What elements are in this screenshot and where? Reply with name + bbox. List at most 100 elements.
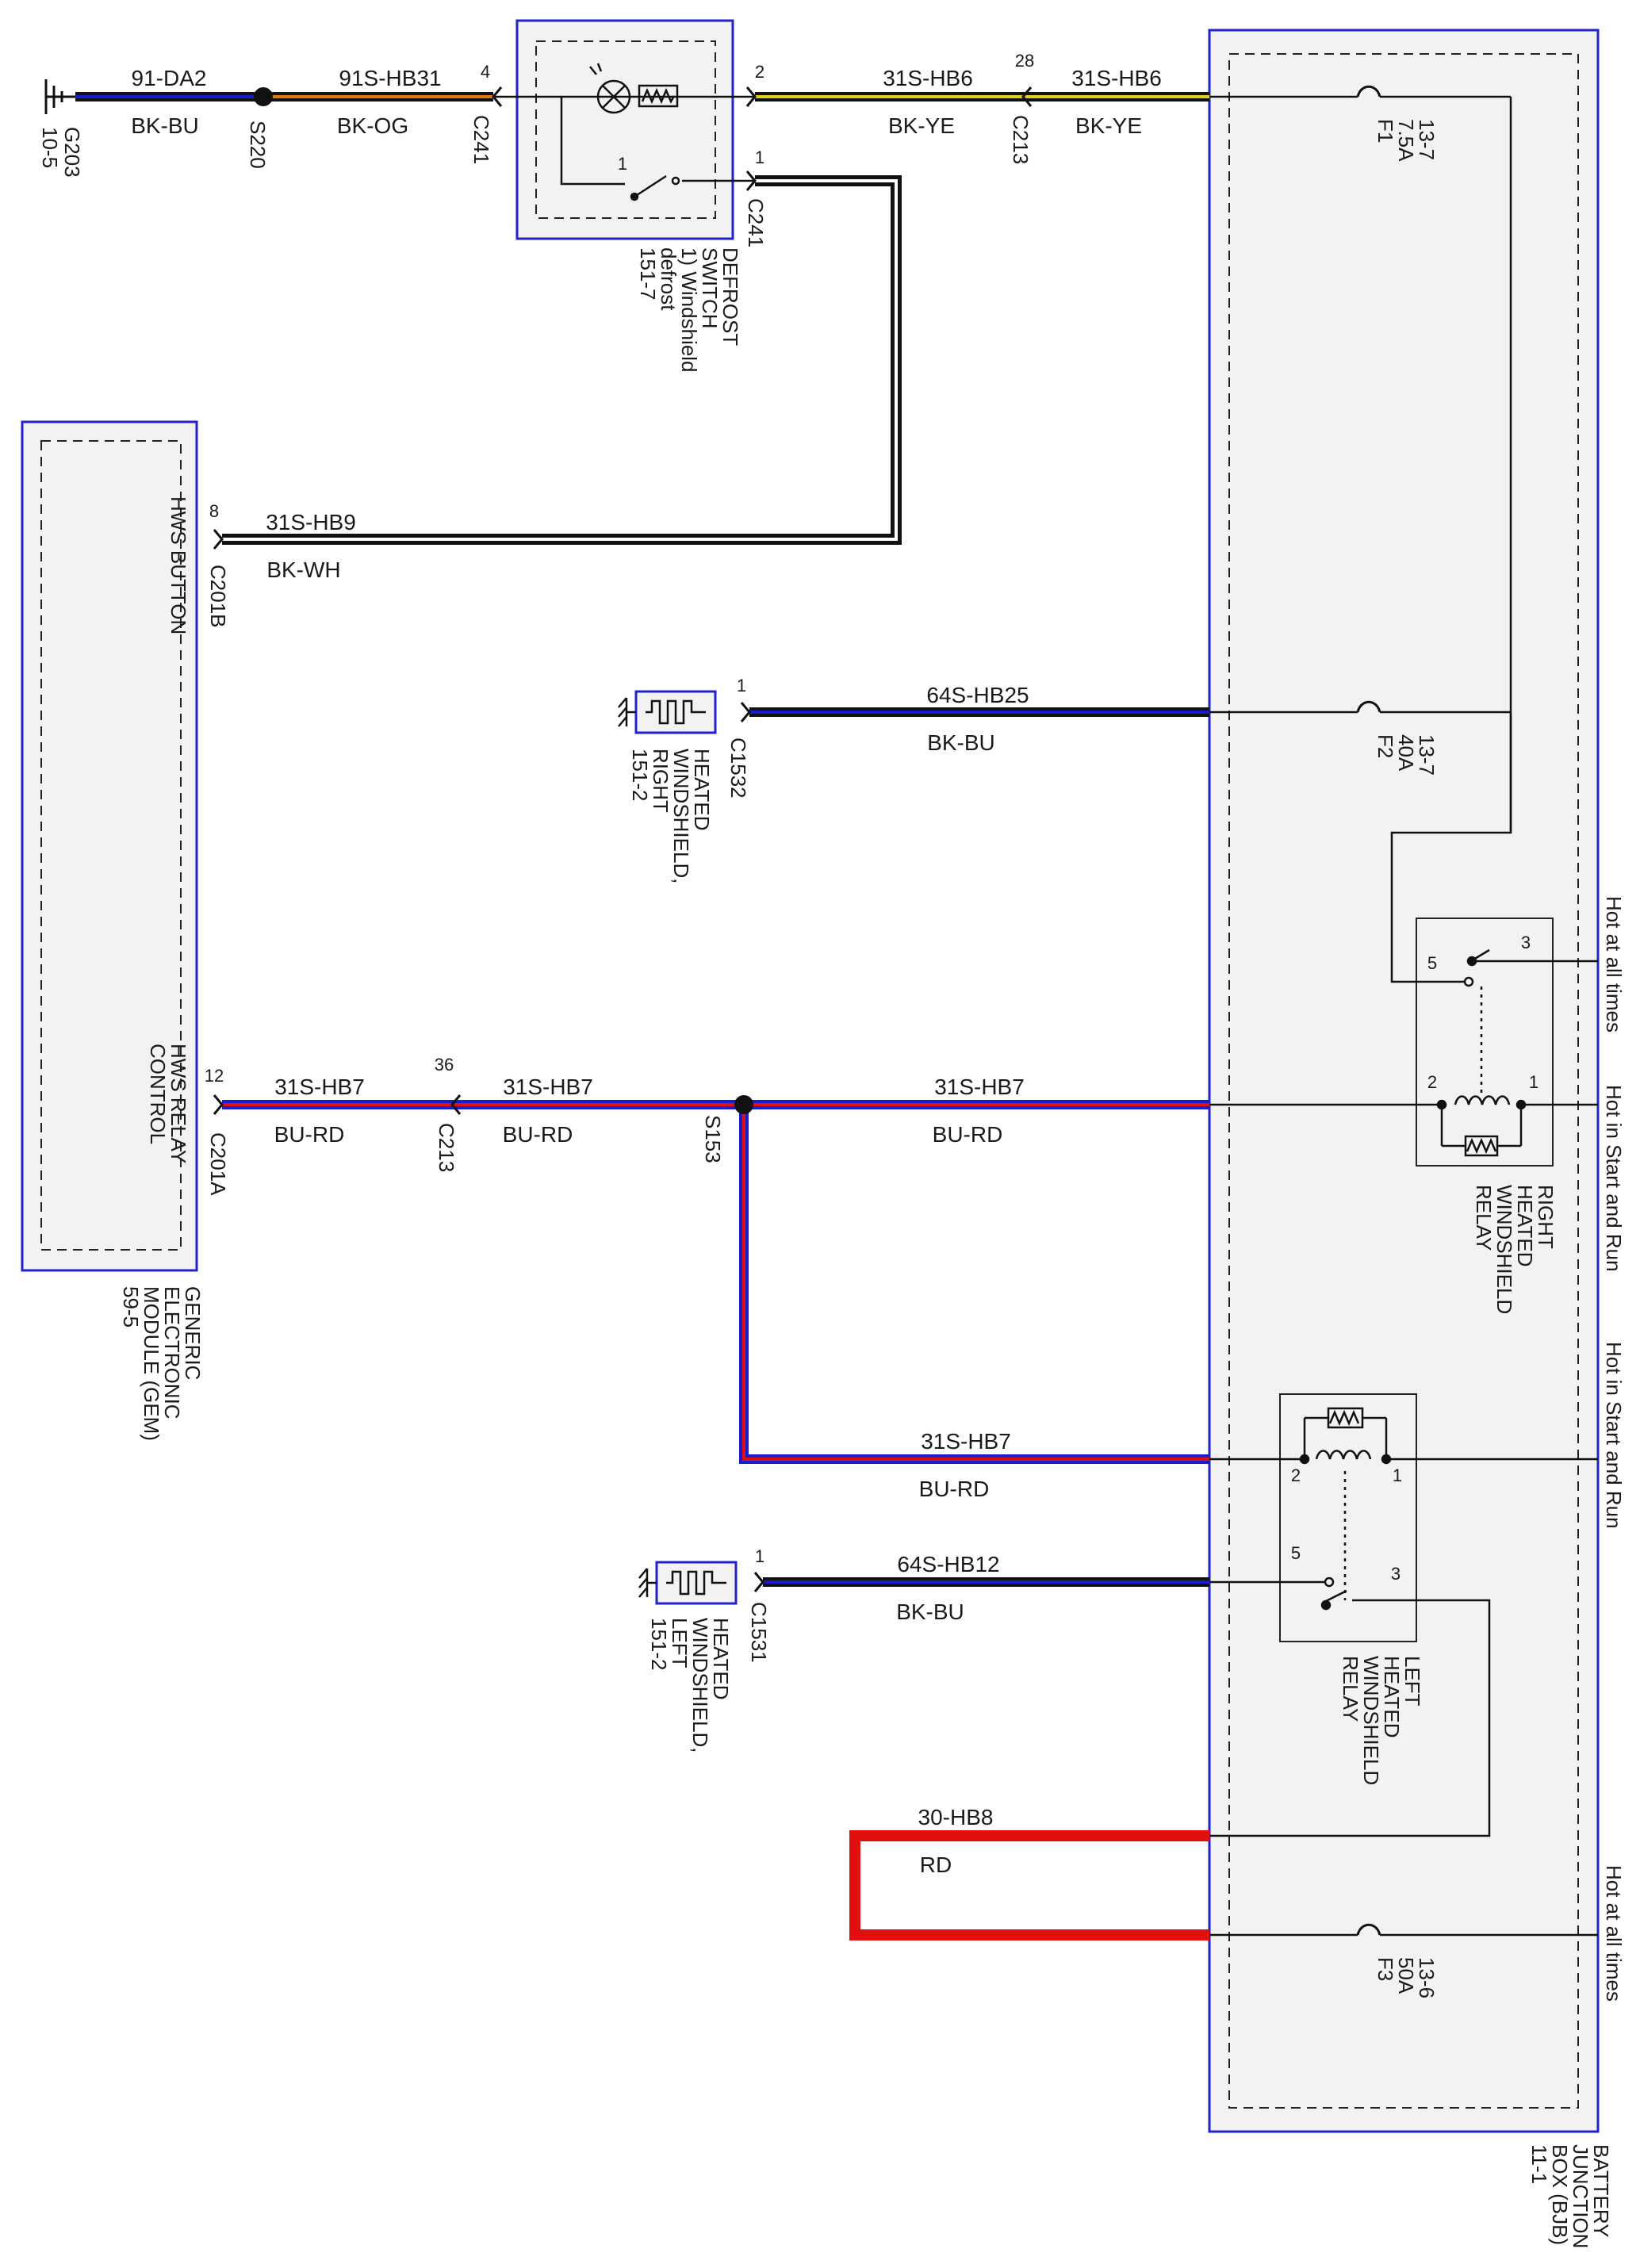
fuse-f2-label: F2 40A 13-7: [1374, 734, 1439, 776]
relay-pin-number: 2: [1291, 1465, 1301, 1485]
svg-text:F2: F2: [1374, 734, 1397, 758]
svg-text:WINDSHIELD,: WINDSHIELD,: [669, 749, 693, 883]
wire-label-color: BK-BU: [131, 113, 199, 138]
wire-label-color: RD: [920, 1852, 952, 1877]
svg-text:HEATED: HEATED: [709, 1618, 733, 1700]
connector-c241-label: C241: [744, 198, 768, 247]
wire-label-color: BK-BU: [896, 1599, 964, 1624]
svg-text:BOX (BJB): BOX (BJB): [1548, 2144, 1572, 2245]
svg-text:G203: G203: [60, 127, 84, 178]
relay-pin-number: 2: [1427, 1072, 1437, 1092]
wire-31S-HB9: [222, 175, 902, 545]
connector-c213-label: C213: [435, 1123, 458, 1172]
wire-label-color: BU-RD: [933, 1122, 1003, 1147]
svg-text:F3: F3: [1374, 1957, 1397, 1981]
svg-text:HWS RELAY: HWS RELAY: [167, 1044, 190, 1163]
wire-label-color: BK-WH: [266, 557, 340, 582]
defrost-switch-contact-icon: [630, 174, 680, 201]
wire-label-circuit: 31S-HB6: [883, 66, 973, 90]
splice-s220-label: S220: [246, 121, 270, 169]
svg-text:RIGHT: RIGHT: [1534, 1185, 1558, 1249]
svg-text:HWS BUTTON: HWS BUTTON: [167, 496, 190, 634]
svg-text:40A: 40A: [1394, 734, 1418, 772]
svg-text:LEFT: LEFT: [1401, 1656, 1424, 1707]
power-label: Hot in Start and Run: [1602, 1342, 1626, 1529]
wire-label-circuit: 31S-HB7: [921, 1429, 1011, 1454]
power-label: Hot at all times: [1602, 896, 1626, 1032]
heated-windshield-left-label: HEATED WINDSHIELD, LEFT 151-2: [647, 1618, 733, 1753]
heated-windshield-left-element-icon: [638, 1561, 738, 1605]
left-relay-coil-icon: [1299, 1407, 1392, 1611]
power-label: Hot in Start and Run: [1602, 1085, 1626, 1272]
connector-arrows: [213, 86, 1033, 1592]
pin-number: 1: [755, 1546, 764, 1566]
right-relay-label: RIGHT HEATED WINDSHIELD RELAY: [1472, 1185, 1558, 1314]
wire-label-color: BK-BU: [927, 730, 995, 755]
ground-icon: [44, 79, 75, 114]
pin-number: 8: [209, 501, 219, 521]
splice-s153-label: S153: [701, 1115, 725, 1163]
connector-c201b-label: C201B: [206, 565, 230, 628]
svg-text:defrost: defrost: [657, 247, 680, 311]
fuse-f1-symbol: [1356, 85, 1381, 98]
heated-windshield-right-element-icon: [618, 690, 717, 734]
svg-text:13-7: 13-7: [1415, 734, 1439, 776]
relay-pin-number: 3: [1391, 1564, 1401, 1584]
wire-label-circuit: 64S-HB25: [926, 683, 1029, 707]
svg-text:7.5A: 7.5A: [1394, 119, 1418, 162]
wire-label-circuit: 91-DA2: [132, 66, 207, 90]
wire-30-HB8: [849, 1830, 1209, 1940]
hws-button-label: HWS BUTTON: [167, 496, 190, 634]
svg-text:11-1: 11-1: [1527, 2144, 1551, 2184]
right-heated-windshield-relay-box: [1416, 918, 1554, 1167]
svg-text:151-2: 151-2: [647, 1618, 671, 1671]
wire-31S-HB7-left-relay: [739, 1105, 1209, 1464]
wire-labels: 91-DA2 BK-BU 91S-HB31 BK-OG 31S-HB6 BK-Y…: [131, 66, 1162, 1877]
svg-text:RELAY: RELAY: [1472, 1185, 1496, 1251]
pin-numbers: 4 2 28 1 1 8 1 12 36 1 5 3 2 1 2 1 5 3: [205, 51, 1538, 1584]
pin-number: 1: [737, 676, 746, 695]
defrost-switch-label: DEFROST SWITCH 1) Windshield defrost 151…: [636, 247, 742, 373]
svg-text:SWITCH: SWITCH: [698, 247, 722, 329]
wire-label-circuit: 64S-HB12: [897, 1552, 999, 1576]
fuse-f2-symbol: [1356, 700, 1381, 713]
wire-label-circuit: 30-HB8: [918, 1805, 994, 1829]
connector-c241-label: C241: [469, 115, 493, 164]
right-relay-coil-icon: [1436, 948, 1527, 1157]
wire-label-circuit: 31S-HB7: [274, 1075, 365, 1099]
pin-number: 1: [755, 147, 764, 167]
wire-label-color: BU-RD: [274, 1122, 345, 1147]
power-label: Hot at all times: [1602, 1865, 1626, 2002]
pin-number: 36: [435, 1055, 454, 1075]
svg-text:BATTERY: BATTERY: [1589, 2144, 1613, 2238]
svg-text:F1: F1: [1374, 119, 1397, 143]
relay-pin-number: 3: [1521, 933, 1531, 952]
resistor-icon: [638, 84, 679, 108]
svg-text:GENERIC: GENERIC: [181, 1286, 205, 1380]
wire-label-color: BU-RD: [919, 1477, 990, 1501]
pin-number: 1: [618, 154, 627, 174]
relay-pin-number: 5: [1291, 1543, 1301, 1563]
svg-text:50A: 50A: [1394, 1957, 1418, 1994]
wire-label-color: BK-OG: [337, 113, 408, 138]
battery-junction-box-label: BATTERY JUNCTION BOX (BJB) 11-1: [1527, 2144, 1613, 2248]
wire-label-circuit: 91S-HB31: [339, 66, 441, 90]
wire-label-color: BK-YE: [888, 113, 955, 138]
fuse-f3-label: F3 50A 13-6: [1374, 1957, 1439, 1998]
svg-text:WINDSHIELD: WINDSHIELD: [1359, 1656, 1383, 1785]
left-heated-windshield-relay-box: [1279, 1393, 1417, 1642]
svg-text:151-2: 151-2: [628, 749, 652, 802]
relay-pin-number: 1: [1393, 1465, 1402, 1485]
heated-windshield-right-label: HEATED WINDSHIELD, RIGHT 151-2: [628, 749, 714, 883]
svg-text:DEFROST: DEFROST: [718, 247, 742, 346]
svg-text:151-7: 151-7: [636, 247, 660, 301]
wire-label-circuit: 31S-HB9: [266, 510, 356, 534]
left-relay-label: LEFT HEATED WINDSHIELD RELAY: [1339, 1656, 1424, 1785]
wire-label-circuit: 31S-HB7: [503, 1075, 593, 1099]
svg-text:ELECTRONIC: ELECTRONIC: [160, 1286, 184, 1419]
svg-text:HEATED: HEATED: [1380, 1656, 1404, 1738]
pin-number: 2: [755, 62, 764, 82]
relay-pin-number: 5: [1427, 953, 1437, 973]
ground-g203-label: G203 10-5: [38, 127, 84, 178]
